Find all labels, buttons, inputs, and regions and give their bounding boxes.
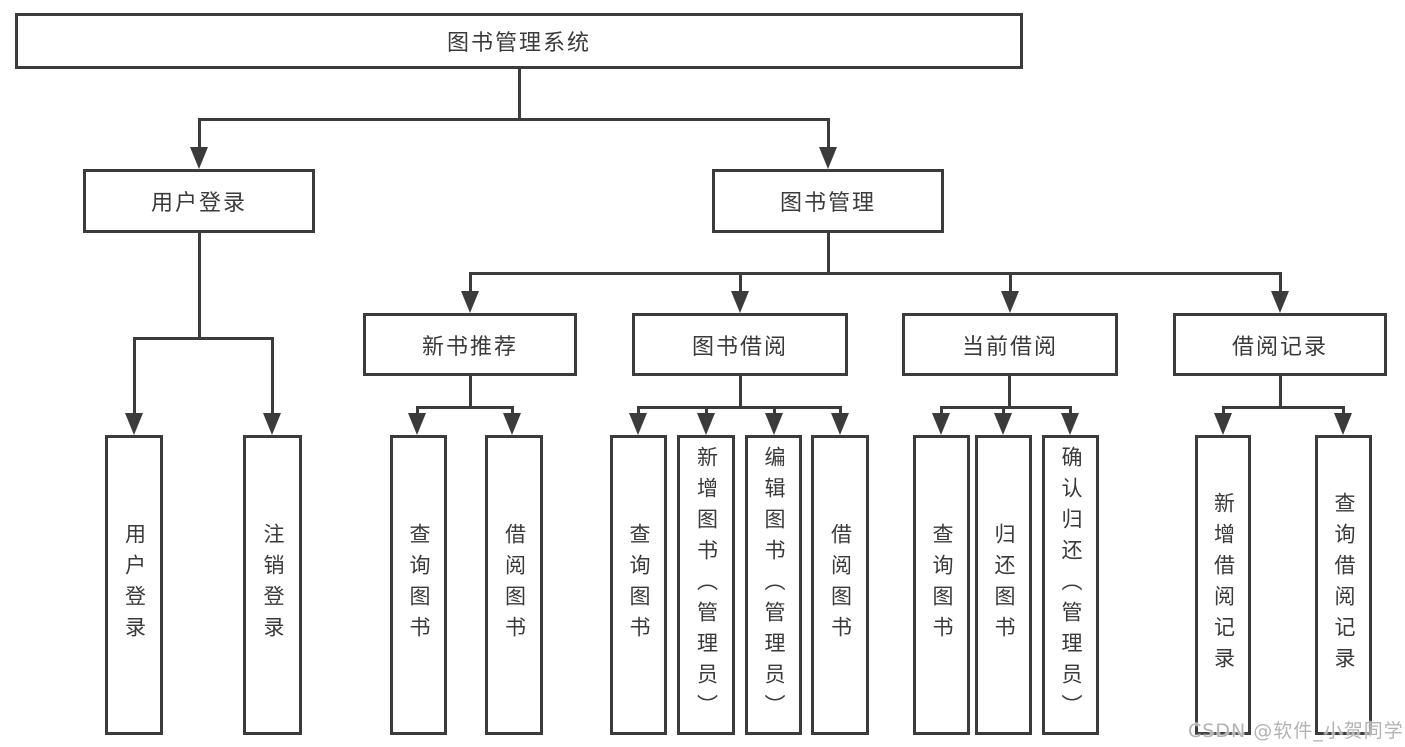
connector-line: [1008, 272, 1012, 293]
node-book-borrowing: 图书借阅: [632, 313, 848, 376]
connector-line: [1221, 406, 1345, 409]
connector-line: [517, 69, 521, 118]
arrow-down-icon: [461, 291, 479, 313]
arrow-down-icon: [697, 413, 715, 435]
connector-line: [939, 406, 1072, 409]
arrow-down-icon: [994, 413, 1012, 435]
node-library-management-system: 图书管理系统: [15, 13, 1023, 69]
arrow-down-icon: [503, 413, 521, 435]
connector-line: [1341, 406, 1345, 415]
connector-line: [738, 376, 742, 406]
leaf-return-book: 归还图书: [975, 435, 1032, 735]
arrow-down-icon: [1061, 413, 1079, 435]
connector-line: [415, 406, 419, 415]
arrow-down-icon: [1334, 413, 1352, 435]
connector-line: [826, 118, 830, 149]
connector-line: [1221, 406, 1225, 415]
leaf-confirm-return-admin: 确认归还（管理员）: [1042, 435, 1099, 735]
leaf-add-borrow-record: 新增借阅记录: [1195, 435, 1251, 735]
connector-line: [838, 406, 842, 415]
connector-line: [939, 406, 943, 415]
connector-line: [1068, 406, 1072, 415]
arrow-down-icon: [831, 413, 849, 435]
connector-line: [1001, 406, 1005, 415]
connector-line: [468, 272, 1282, 275]
leaf-query-books-recommend: 查询图书: [390, 435, 447, 735]
connector-line: [1007, 376, 1011, 406]
connector-line: [772, 406, 776, 415]
leaf-logout: 注销登录: [243, 435, 302, 735]
connector-line: [132, 337, 136, 415]
node-current-borrowing: 当前借阅: [902, 313, 1118, 376]
node-user-login: 用户登录: [83, 169, 315, 233]
arrow-down-icon: [1271, 291, 1289, 313]
csdn-watermark: CSDN @软件_小贺同学: [1188, 720, 1404, 742]
connector-line: [197, 118, 201, 149]
leaf-user-login: 用户登录: [105, 435, 163, 735]
arrow-down-icon: [125, 413, 143, 435]
arrow-down-icon: [1001, 291, 1019, 313]
connector-line: [270, 337, 274, 415]
arrow-down-icon: [932, 413, 950, 435]
leaf-edit-book-admin: 编辑图书（管理员）: [745, 435, 802, 735]
arrow-down-icon: [190, 147, 208, 169]
arrow-down-icon: [1214, 413, 1232, 435]
connector-line: [197, 118, 830, 121]
connector-line: [636, 406, 640, 415]
leaf-borrow-books: 借阅图书: [811, 435, 869, 735]
node-new-book-recommendation: 新书推荐: [363, 313, 577, 376]
connector-line: [510, 406, 514, 415]
arrow-down-icon: [731, 291, 749, 313]
arrow-down-icon: [408, 413, 426, 435]
connector-line: [636, 406, 842, 409]
connector-line: [1278, 376, 1282, 406]
node-book-management: 图书管理: [712, 169, 944, 233]
arrow-down-icon: [629, 413, 647, 435]
connector-line: [1278, 272, 1282, 293]
leaf-borrow-books-recommend: 借阅图书: [485, 435, 543, 735]
arrow-down-icon: [819, 147, 837, 169]
connector-line: [415, 406, 514, 409]
leaf-query-books-current: 查询图书: [913, 435, 970, 735]
node-borrowing-records: 借阅记录: [1173, 313, 1387, 376]
connector-line: [738, 272, 742, 293]
arrow-down-icon: [765, 413, 783, 435]
connector-line: [468, 376, 472, 406]
connector-line: [197, 233, 201, 337]
arrow-down-icon: [263, 413, 281, 435]
connector-line: [132, 337, 274, 340]
connector-line: [468, 272, 472, 293]
leaf-query-borrow-record: 查询借阅记录: [1315, 435, 1372, 735]
leaf-add-book-admin: 新增图书（管理员）: [677, 435, 735, 735]
connector-line: [826, 232, 830, 272]
connector-line: [704, 406, 708, 415]
leaf-query-books-borrow: 查询图书: [610, 435, 667, 735]
